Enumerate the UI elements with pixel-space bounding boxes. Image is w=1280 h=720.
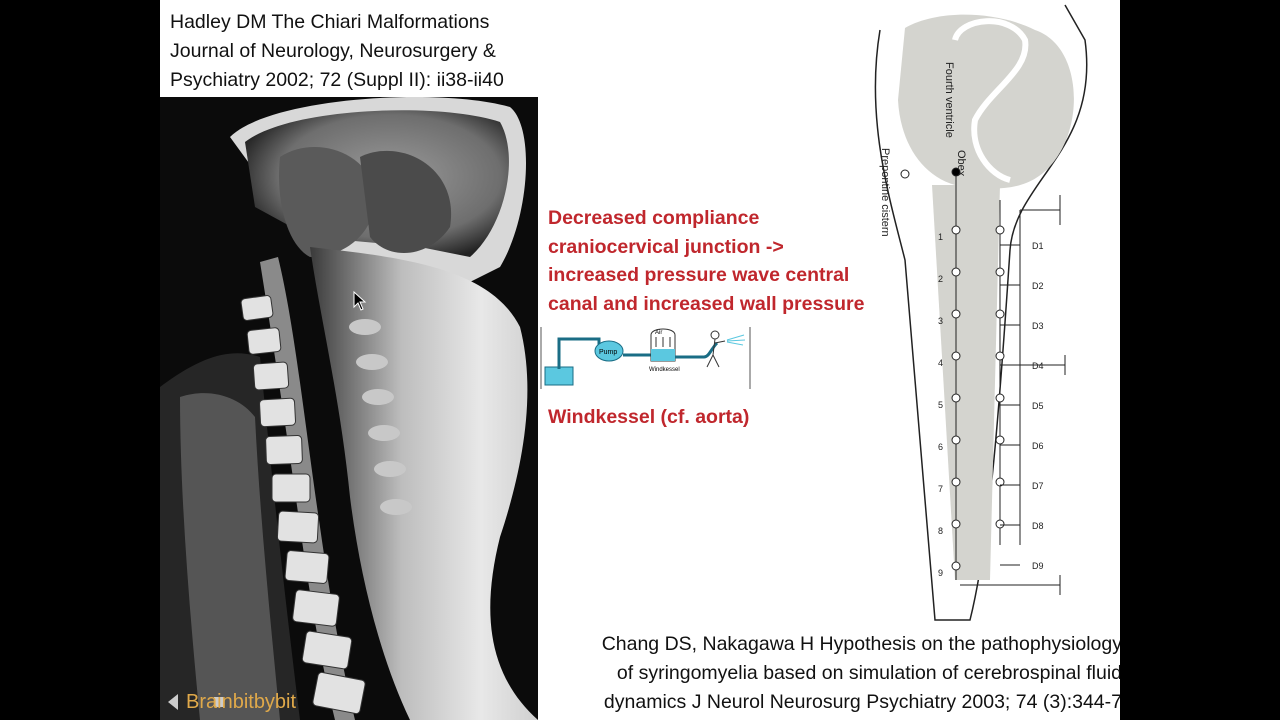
windkessel-caption: Windkessel (cf. aorta): [548, 406, 750, 428]
d-label: D1: [1032, 241, 1044, 251]
slide-nav-controls: Brainbitbybit: [160, 688, 340, 718]
pump-label: Pump: [599, 349, 617, 356]
windkessel-label: Windkessel: [649, 367, 680, 373]
mri-sagittal-image: [160, 97, 538, 720]
citation-line: of syringomyelia based on simulation of …: [616, 662, 1120, 684]
citation-line: Psychiatry 2002; 72 (Suppl II): ii38-ii4…: [170, 69, 504, 91]
citation-line: Journal of Neurology, Neurosurgery &: [170, 40, 496, 62]
cursor-icon: [353, 290, 367, 311]
segment-label: 2: [938, 274, 943, 284]
d-label: D2: [1032, 281, 1044, 291]
citation-hadley: Hadley DM The Chiari Malformations Journ…: [170, 8, 545, 95]
watermark: Brainbitbybit: [186, 691, 297, 713]
d-label: D3: [1032, 321, 1044, 331]
mri-drawing: [160, 97, 538, 720]
d-label: D4: [1032, 361, 1044, 371]
cistern-label: Prepontine cistern: [879, 148, 891, 237]
csf-circuit-diagram: Fourth ventricle Obex Prepontine cistern: [860, 0, 1120, 630]
d-label: D9: [1032, 561, 1044, 571]
citation-chang: Chang DS, Nakagawa H Hypothesis on the p…: [540, 630, 1120, 717]
segment-label: 7: [938, 484, 943, 494]
d-label: D8: [1032, 521, 1044, 531]
d-label: D6: [1032, 441, 1044, 451]
segment-label: 5: [938, 400, 943, 410]
air-label: Air: [655, 330, 662, 336]
citation-line: Chang DS, Nakagawa H Hypothesis on the p…: [601, 633, 1120, 655]
fourth-ventricle-label: Fourth ventricle: [943, 62, 955, 138]
d-label: D5: [1032, 401, 1044, 411]
segment-label: 6: [938, 442, 943, 452]
claim-line: craniocervical junction ->: [548, 235, 784, 258]
segment-label: 3: [938, 316, 943, 326]
claim-line: increased pressure wave central: [548, 264, 850, 286]
windkessel-diagram: Pump Air Windkessel: [539, 325, 753, 391]
claim-line: Decreased compliance: [548, 207, 760, 229]
menu-icon[interactable]: [214, 697, 224, 707]
compliance-hypothesis-text: Decreased compliance craniocervical junc…: [548, 204, 908, 318]
citation-line: Hadley DM The Chiari Malformations: [170, 11, 490, 33]
prev-arrow-icon[interactable]: [168, 694, 178, 710]
segment-label: 1: [938, 232, 943, 242]
segment-label: 9: [938, 568, 943, 578]
segment-label: 8: [938, 526, 943, 536]
slide: Hadley DM The Chiari Malformations Journ…: [160, 0, 1120, 720]
d-label: D7: [1032, 481, 1044, 491]
segment-label: 4: [938, 358, 943, 368]
nav-arrows: [168, 694, 224, 710]
claim-line: canal and increased wall pressure: [548, 292, 865, 315]
citation-line: dynamics J Neurol Neurosurg Psychiatry 2…: [603, 691, 1120, 713]
